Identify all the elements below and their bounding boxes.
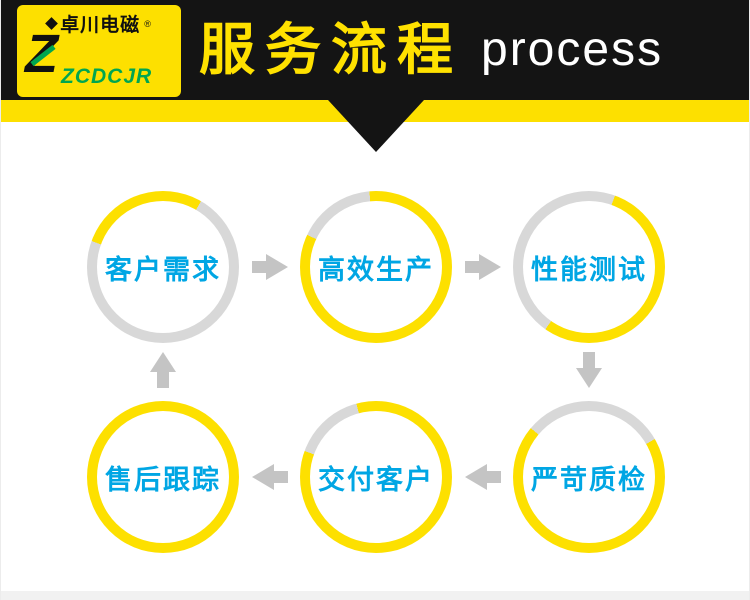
registered-mark: ® <box>144 18 151 29</box>
arrow-left-icon <box>465 464 501 490</box>
arrow-left-icon <box>252 464 288 490</box>
arrow-right-icon <box>252 254 288 280</box>
step-label: 严苛质检 <box>531 464 647 495</box>
company-logo: 卓川电磁 ® Z ZCDCJR <box>17 5 181 97</box>
logo-brand-cn: 卓川电磁 <box>60 15 141 36</box>
step-circle-efficient-production: 高效生产 <box>300 191 452 343</box>
bottom-border-strip <box>1 591 749 600</box>
step-label: 售后跟踪 <box>105 464 221 495</box>
step-circle-aftersales-tracking: 售后跟踪 <box>87 401 239 553</box>
header-bar: 卓川电磁 ® Z ZCDCJR 服务流程 process <box>1 0 749 100</box>
logo-brand-en: ZCDCJR <box>61 65 153 88</box>
header-pointer-triangle-icon <box>328 100 424 152</box>
page-title-en: process <box>481 23 664 76</box>
step-circle-performance-test: 性能测试 <box>513 191 665 343</box>
arrow-down-icon <box>576 352 602 390</box>
step-circle-customer-needs: 客户需求 <box>87 191 239 343</box>
step-label: 性能测试 <box>531 254 647 285</box>
step-circle-deliver-to-customer: 交付客户 <box>300 401 452 553</box>
step-circle-strict-quality-check: 严苛质检 <box>513 401 665 553</box>
arrow-up-icon <box>150 352 176 390</box>
step-label: 交付客户 <box>318 464 434 495</box>
page-title: 服务流程 process <box>199 0 663 100</box>
step-label: 客户需求 <box>105 254 221 285</box>
arrow-right-icon <box>465 254 501 280</box>
step-label: 高效生产 <box>318 254 434 285</box>
page-title-cn: 服务流程 <box>199 18 463 81</box>
logo-brand-row: 卓川电磁 ® <box>17 10 181 37</box>
